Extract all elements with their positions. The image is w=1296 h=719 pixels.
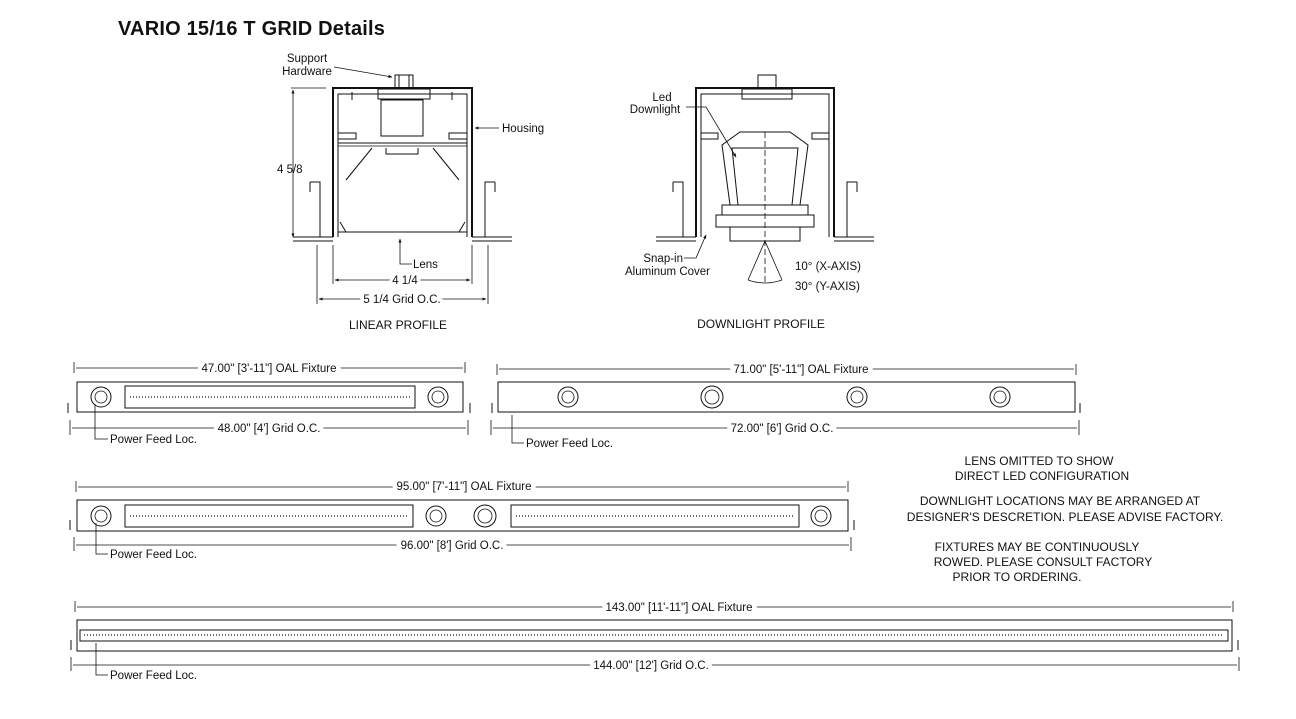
downlight-circle (427, 386, 449, 408)
downlight-circle (473, 504, 497, 528)
height-dimension: 4 5/8 (277, 164, 303, 176)
page-title: VARIO 15/16 T GRID Details (118, 18, 386, 40)
fixture-oal-label: 95.00" [7'-11"] OAL Fixture (396, 481, 531, 493)
inner-width-dimension: 4 1/4 (392, 275, 418, 287)
y-axis-angle: 30° (Y-AXIS) (795, 281, 860, 293)
snap-in-label-2: Aluminum Cover (625, 266, 710, 278)
fixture-oal-label: 143.00" [11'-11"] OAL Fixture (606, 602, 753, 614)
housing-label: Housing (502, 123, 544, 135)
notes: LENS OMITTED TO SHOW DIRECT LED CONFIGUR… (907, 454, 1223, 584)
note-rowed-line1: FIXTURES MAY BE CONTINUOUSLY (935, 540, 1140, 554)
snap-in-label-1: Snap-in (643, 253, 683, 265)
downlight-circle (425, 505, 447, 527)
linear-profile: Support Hardware Housing 4 5/8 Lens 4 1/… (277, 53, 544, 332)
fixture-oal-label: 47.00" [3'-11"] OAL Fixture (201, 363, 336, 375)
downlight-circle (90, 505, 112, 527)
note-lens-line2: DIRECT LED CONFIGURATION (955, 469, 1129, 483)
fixture-8ft: 95.00" [7'-11"] OAL Fixture 96.00" [8'] … (69, 477, 855, 561)
linear-profile-caption: LINEAR PROFILE (349, 318, 447, 332)
note-rowed-line2: ROWED. PLEASE CONSULT FACTORY (934, 555, 1153, 569)
fixture-6ft: 71.00" [5'-11"] OAL Fixture 72.00" [6'] … (490, 360, 1081, 450)
downlight-profile-caption: DOWNLIGHT PROFILE (697, 317, 825, 331)
led-downlight-label-2: Downlight (630, 104, 681, 116)
power-feed-label: Power Feed Loc. (110, 670, 197, 682)
support-hardware-label-1: Support (287, 53, 328, 65)
fixture-grid-label: 48.00" [4'] Grid O.C. (218, 423, 321, 435)
downlight-circle (557, 386, 579, 408)
fixture-oal-label: 71.00" [5'-11"] OAL Fixture (733, 364, 868, 376)
support-hardware-label-2: Hardware (282, 66, 332, 78)
note-downlight-line2: DESIGNER'S DESCRETION. PLEASE ADVISE FAC… (907, 510, 1223, 524)
power-feed-label: Power Feed Loc. (526, 438, 613, 450)
note-downlight-line1: DOWNLIGHT LOCATIONS MAY BE ARRANGED AT (920, 494, 1201, 508)
downlight-circle (989, 386, 1011, 408)
x-axis-angle: 10° (X-AXIS) (795, 261, 861, 273)
fixture-grid-label: 72.00" [6'] Grid O.C. (731, 423, 834, 435)
downlight-circle (810, 505, 832, 527)
fixture-12ft: 143.00" [11'-11"] OAL Fixture 144.00" [1… (70, 598, 1240, 682)
downlight-circle (700, 385, 724, 409)
downlight-circle (846, 386, 868, 408)
note-lens-line1: LENS OMITTED TO SHOW (965, 454, 1115, 468)
downlight-circle (90, 386, 112, 408)
downlight-profile: Led Downlight Snap-in Aluminum Cover 10°… (625, 74, 874, 331)
grid-width-dimension: 5 1/4 Grid O.C. (363, 294, 440, 306)
power-feed-label: Power Feed Loc. (110, 549, 197, 561)
lens-label: Lens (413, 259, 438, 271)
fixture-grid-label: 96.00" [8'] Grid O.C. (401, 540, 504, 552)
fixture-grid-label: 144.00" [12'] Grid O.C. (593, 660, 709, 672)
led-downlight-label-1: Led (652, 92, 671, 104)
power-feed-label: Power Feed Loc. (110, 434, 197, 446)
note-rowed-line3: PRIOR TO ORDERING. (953, 570, 1082, 584)
fixture-4ft: 47.00" [3'-11"] OAL Fixture 48.00" [4'] … (67, 359, 471, 446)
